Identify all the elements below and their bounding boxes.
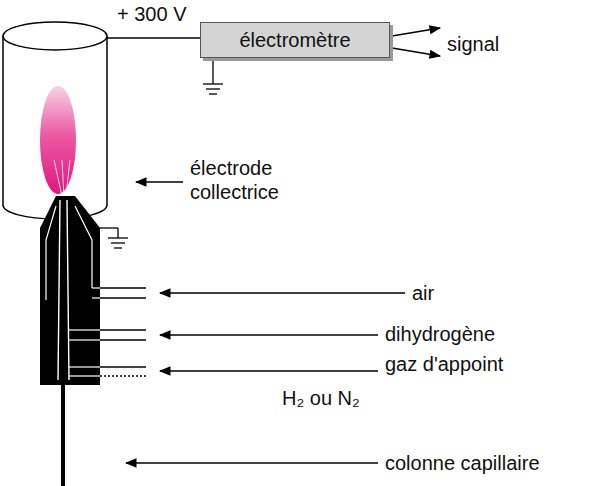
part-label: H₂ ou N₂ — [282, 386, 360, 410]
instrument-box: électromètre — [200, 22, 390, 58]
part-label: électrode collectrice — [190, 156, 340, 204]
part-label: + 300 V — [117, 2, 187, 26]
part-label: signal — [447, 32, 499, 56]
ground-symbol — [203, 58, 223, 94]
leader-arrows — [126, 182, 405, 463]
capillary-column — [61, 385, 65, 486]
part-label: dihydrogène — [385, 322, 495, 346]
part-label: colonne capillaire — [385, 451, 540, 475]
box-label: électromètre — [239, 28, 350, 52]
gas-inlets — [100, 288, 146, 376]
burner-body — [40, 196, 100, 385]
collector-cylinder — [3, 22, 107, 219]
part-label: gaz d'appoint — [385, 352, 503, 376]
ground-symbol — [90, 228, 128, 248]
part-label: air — [412, 281, 434, 305]
signal-arrows — [392, 28, 440, 56]
wire — [107, 37, 200, 38]
flame — [40, 86, 76, 196]
